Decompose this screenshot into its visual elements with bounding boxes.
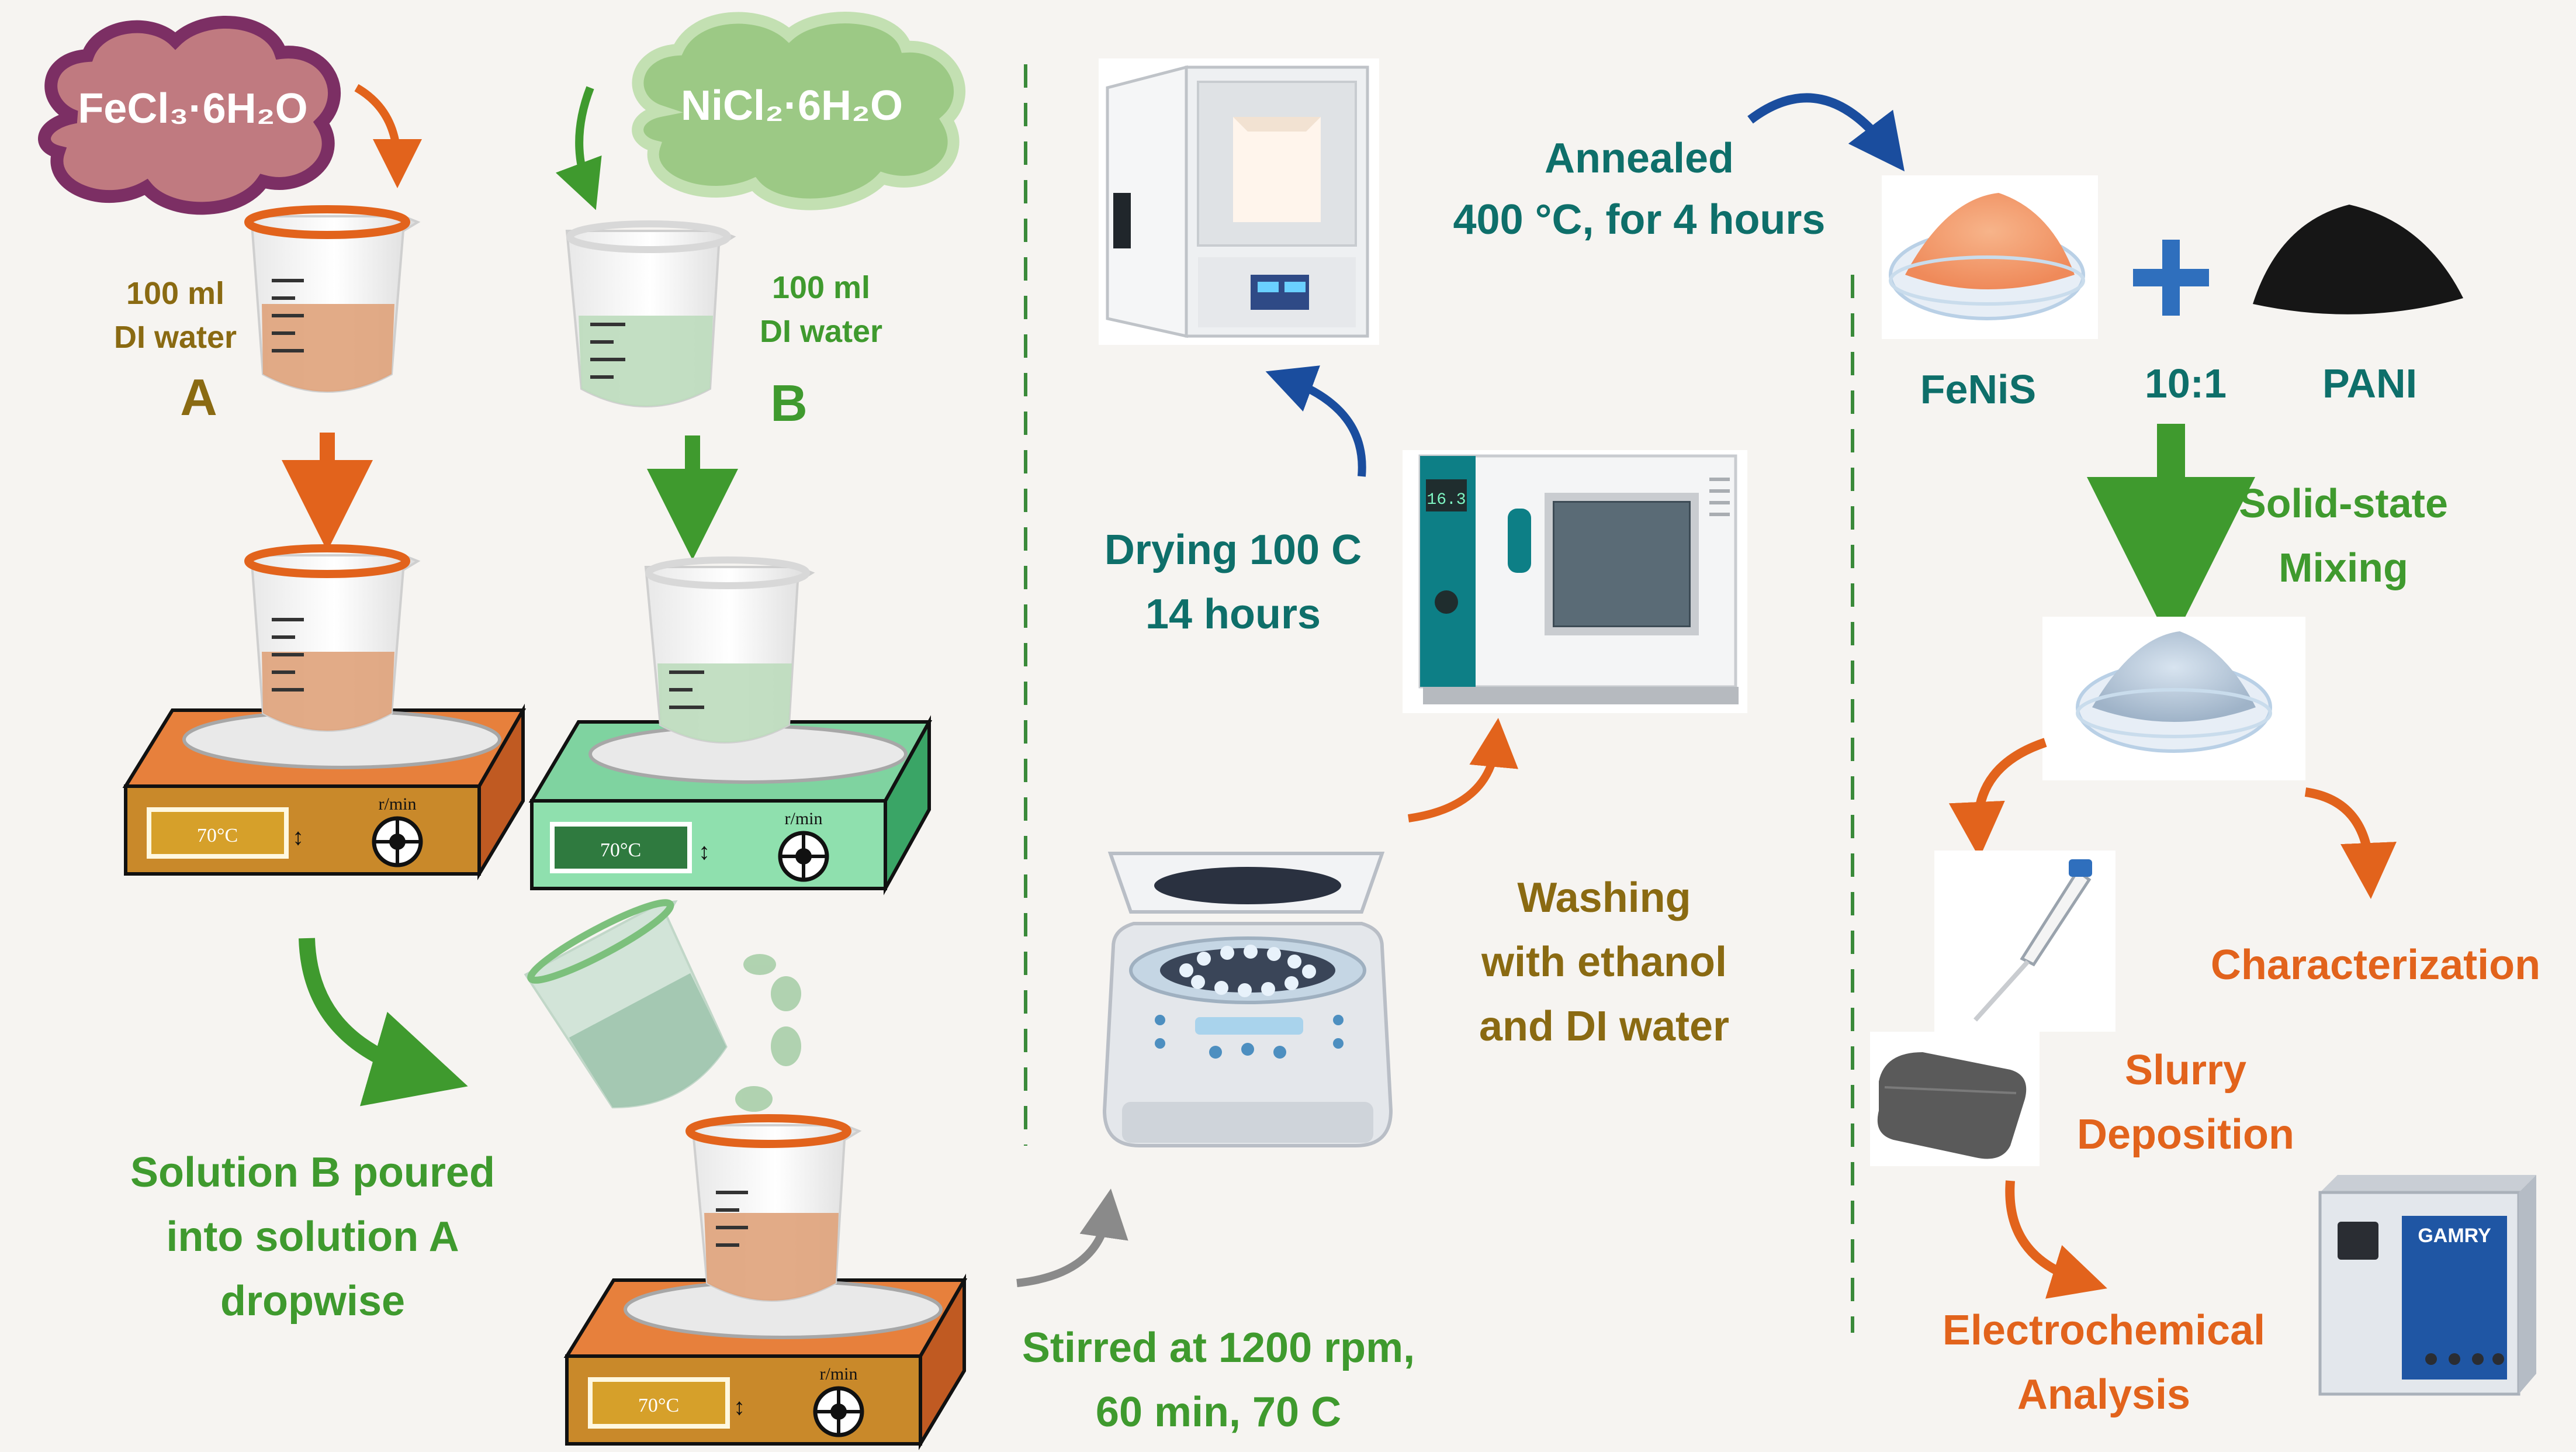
slurry-line2: Deposition [2077, 1111, 2294, 1158]
pouring-beaker [524, 899, 728, 1109]
arrow-anneal [1747, 93, 1905, 172]
stirrer-b-arrows: ↕ [698, 839, 710, 865]
beaker-on-stirrer-a [244, 544, 421, 732]
stirrer-c-knob [813, 1386, 864, 1437]
poured-line3: dropwise [220, 1278, 405, 1325]
beaker-on-stirrer-b [644, 556, 815, 744]
annealed-line1: Annealed [1545, 135, 1734, 182]
ni-cloud: NiCl₂·6H₂O [632, 12, 966, 210]
fenis-label: FeNiS [1920, 367, 2036, 412]
plus-icon [2133, 240, 2209, 316]
arrow-to-slurry [1948, 738, 2047, 858]
volume-a-line1: 100 ml [126, 276, 224, 311]
arrow-to-characterization [2304, 787, 2397, 899]
solution-a-label: A [180, 368, 217, 426]
mixing-line1: Solid-state [2239, 480, 2448, 526]
pani-powder [2253, 205, 2463, 314]
electro-line2: Analysis [2017, 1371, 2190, 1418]
stirred-line2: 60 min, 70 C [1096, 1389, 1341, 1436]
arrow-to-centrifuge [1016, 1188, 1128, 1287]
volume-b-line1: 100 ml [772, 270, 870, 305]
drying-line2: 14 hours [1145, 591, 1321, 638]
stirrer-b: 70°C ↕ r/min [528, 715, 933, 896]
electro-line1: Electrochemical [1943, 1307, 2265, 1354]
arrow-pour [299, 938, 468, 1107]
pipette-icon [1934, 851, 2115, 1032]
volume-b-line2: DI water [760, 314, 882, 349]
volume-a-line2: DI water [114, 320, 237, 355]
stirrer-c-arrows: ↕ [733, 1394, 745, 1420]
characterization-label: Characterization [2211, 942, 2540, 988]
stirred-line1: Stirred at 1200 rpm, [1022, 1325, 1415, 1371]
mixed-powder-dish [2042, 617, 2305, 780]
stirrer-b-temp: 70°C [600, 839, 641, 861]
stirrer-c-rpm-unit: r/min [820, 1364, 858, 1384]
stirrer-a-temp: 70°C [197, 825, 238, 846]
stirrer-a-rpm-unit: r/min [379, 794, 417, 814]
stirrer-c-temp: 70°C [638, 1395, 679, 1416]
potentiostat-instrument: GAMRY [2318, 1175, 2536, 1396]
arrow-to-oven [1408, 718, 1518, 822]
beaker-a [244, 205, 421, 393]
oven-display: 16.3 [1427, 491, 1466, 509]
pani-label: PANI [2322, 361, 2417, 406]
mixing-line2: Mixing [2279, 545, 2408, 590]
drying-oven: 16.3 [1403, 450, 1747, 713]
foam-electrode-icon [1870, 1032, 2040, 1166]
slurry-line1: Slurry [2125, 1047, 2246, 1094]
stirrer-c: 70°C ↕ r/min [563, 1273, 968, 1450]
stirrer-a: 70°C ↕ r/min [122, 703, 527, 880]
fenis-powder-dish [1882, 175, 2098, 339]
centrifuge [1102, 852, 1393, 1147]
ratio-label: 10:1 [2145, 361, 2227, 406]
beaker-b [565, 220, 736, 407]
poured-line1: Solution B poured [130, 1149, 495, 1196]
arrow-to-furnace [1265, 365, 1366, 477]
fe-cloud: FeCl₃·6H₂O [38, 15, 341, 215]
stirrer-b-knob [778, 831, 829, 882]
ni-cloud-label: NiCl₂·6H₂O [681, 82, 903, 129]
drying-line1: Drying 100 C [1105, 527, 1362, 573]
washing-line3: and DI water [1479, 1003, 1729, 1050]
stirrer-a-knob [372, 816, 423, 867]
arrow-fe-to-beaker [354, 84, 422, 188]
washing-line2: with ethanol [1481, 939, 1727, 986]
instrument-brand: GAMRY [2418, 1225, 2491, 1247]
beaker-on-stirrer-c [685, 1114, 862, 1302]
poured-line2: into solution A [166, 1214, 459, 1260]
annealed-line2: 400 °C, for 4 hours [1453, 196, 1826, 243]
arrow-to-electrochemical [2005, 1180, 2107, 1299]
stirrer-b-rpm-unit: r/min [785, 809, 823, 828]
furnace [1099, 58, 1379, 345]
washing-line1: Washing [1517, 874, 1691, 921]
arrow-ni-to-beaker [555, 86, 602, 210]
fe-cloud-label: FeCl₃·6H₂O [78, 85, 307, 132]
stirrer-a-arrows: ↕ [292, 824, 304, 850]
solution-b-label: B [770, 374, 808, 432]
